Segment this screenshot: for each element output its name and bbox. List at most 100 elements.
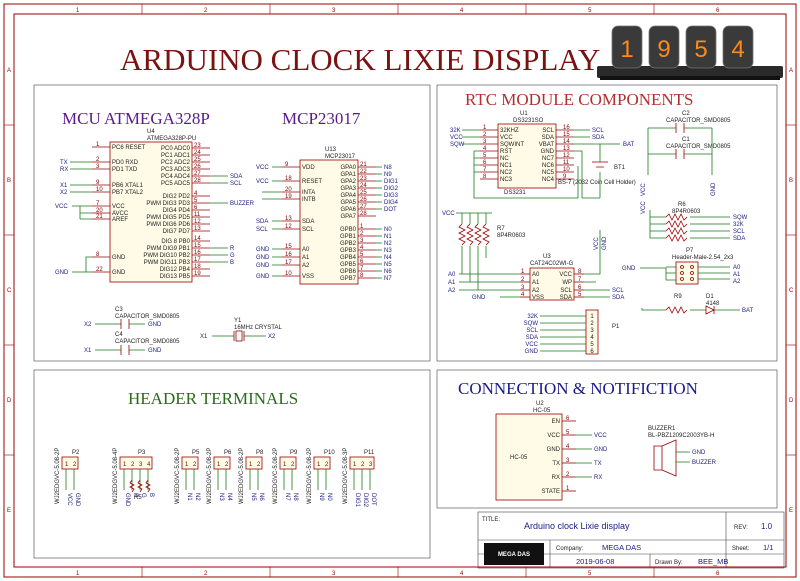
- u4-pin-number: 9: [96, 180, 100, 186]
- title-block: TITLE: Arduino clock Lixie display REV: …: [477, 511, 785, 569]
- header-value: WJ2EDGVC-5.08-3P: [343, 448, 349, 504]
- net-buzzer: BUZZER: [230, 201, 255, 207]
- u13-pin-name: GPA1: [340, 172, 356, 178]
- u13-pin-name: GPB4: [340, 255, 357, 261]
- u13-pin-name: A2: [302, 263, 310, 269]
- u4-pin-name: PWM DIG3 PD3: [146, 201, 190, 207]
- u13-pin-name: A1: [302, 255, 310, 261]
- header-net-label: GND: [124, 493, 130, 507]
- y1-ref: Y1: [234, 318, 242, 324]
- resistor-array-r7: VCC R7 8P4R0603: [442, 211, 526, 290]
- mcu-caps: C3 CAPACITOR_SMD0805 X2 GND C4 CAPACITOR…: [84, 307, 180, 355]
- buzzer-net-buzzer: BUZZER: [692, 460, 717, 466]
- border-number-5-top: 5: [588, 8, 592, 14]
- hc05-pin-number: 5: [566, 430, 570, 436]
- net-gnd-u13-b: GND: [256, 255, 270, 261]
- hc05-net-gnd: GND: [594, 447, 608, 453]
- outer-frame: [3, 3, 797, 578]
- header-net-label: N8: [292, 493, 298, 501]
- border-number-1-bottom: 1: [76, 571, 80, 577]
- company-logo: MEGA DAS: [484, 543, 544, 565]
- u4-pin-name: PC3 ADC3: [161, 167, 191, 173]
- lixie-tube-2: 9: [648, 25, 680, 69]
- p1-pin-number: 6: [590, 349, 594, 355]
- section-title-connection: CONNECTION & NOTIFICTION: [458, 379, 698, 398]
- u13-pin-name: RESET: [302, 179, 322, 185]
- header-pin-number: 2: [73, 462, 77, 468]
- u4-pin-number: 14: [194, 236, 201, 242]
- sheet-value: 1/1: [763, 543, 773, 552]
- u4-pin-name: DIG13 PB5: [160, 274, 191, 280]
- u13-pin-number: 13: [285, 216, 292, 222]
- hc05-pin-name: GND: [547, 447, 561, 453]
- header-body: [119, 456, 153, 470]
- hc05-net-tx: TX: [594, 461, 602, 467]
- p1-net-label: SCL: [526, 328, 538, 334]
- u13-pin-number: 17: [285, 260, 292, 266]
- header-value: WJ2EDGVC-5.08-2P: [273, 448, 279, 504]
- lixie-tube-3: 5: [685, 25, 717, 69]
- u13-pin-number: 24: [360, 183, 367, 189]
- hc05-net-rx: RX: [594, 475, 602, 481]
- u1-pin-name: NC6: [542, 163, 555, 169]
- border-number-3-bottom: 3: [332, 571, 336, 577]
- header-pin-number: 4: [147, 462, 151, 468]
- u4-pin-name: PWM DIG10 PB2: [143, 253, 190, 259]
- u4-pin-name: PB6 XTAL1: [112, 183, 144, 189]
- border-letter-c-left: C: [7, 288, 12, 294]
- u4-pin-name: PD1 TXD: [112, 167, 138, 173]
- u13-pin-number: 21: [360, 162, 367, 168]
- header-net-label: VCC: [66, 493, 72, 506]
- u1-net-bat: BAT: [623, 142, 635, 148]
- header-value: WJ2EDGVC-5.08-2P: [239, 448, 245, 504]
- u13-net-label: DIG4: [384, 200, 399, 206]
- border-letter-e-right: E: [789, 508, 793, 514]
- u13-pin-name: GPA6: [340, 207, 356, 213]
- header-pin-number: 1: [217, 462, 221, 468]
- u4-pin-number: 2: [96, 157, 100, 163]
- u4-pin-number: 1: [96, 142, 100, 148]
- battery-bt1: BT1 BS-7 (2032 Coin Cell Holder): [558, 144, 636, 199]
- border-letter-d-right: D: [789, 398, 794, 404]
- u4-pin-number: 23: [194, 143, 201, 149]
- u1-pin-name: NC5: [542, 170, 555, 176]
- u2-ref: U2: [536, 401, 544, 407]
- u13-net-label: N5: [384, 262, 392, 268]
- u1-pin-name: RST: [500, 149, 512, 155]
- u3-net-gnd-v: GND: [602, 236, 608, 250]
- u3-pin-name: A1: [532, 280, 540, 286]
- section-title-rtc: RTC MODULE COMPONENTS: [465, 90, 694, 109]
- u4-pin-number: 20: [96, 208, 103, 214]
- header-net-label: N4: [226, 493, 232, 501]
- u3-pin-name: WP: [562, 280, 572, 286]
- r7-value: 8P4R0603: [497, 233, 526, 239]
- header-body: [181, 456, 199, 470]
- u13-pin-number: 26: [360, 197, 367, 203]
- crystal-y1: Y1 16MHz CRYSTAL X1 X2: [200, 318, 282, 342]
- u1-pin-name: NC2: [500, 170, 513, 176]
- u13-pin-name: GPB6: [340, 269, 357, 275]
- u3-value: CAT24C02WI-G: [530, 261, 574, 267]
- net-sda-u4: SDA: [230, 174, 242, 180]
- buzzer-ref: BUZZER1: [648, 426, 676, 432]
- r6-net-sqw: SQW: [733, 215, 748, 221]
- lixie-digit-2: 9: [657, 36, 670, 63]
- r6-ref: R6: [678, 202, 686, 208]
- u13-pin-number: 1: [360, 224, 364, 230]
- net-scl-u13: SCL: [256, 227, 268, 233]
- u1-ref: U1: [520, 111, 528, 117]
- u13-pin-number: 19: [285, 194, 292, 200]
- header-net-label: N6: [258, 493, 264, 501]
- u1-pin-name: VCC: [500, 135, 513, 141]
- net-vcc-u13-b: VCC: [256, 179, 269, 185]
- p1-net-label: SQW: [524, 321, 539, 327]
- header-net-label: GND: [74, 493, 80, 507]
- border-ticks: [4, 4, 796, 577]
- net-vcc: VCC: [55, 204, 68, 210]
- u4-pin-number: 11: [194, 212, 201, 218]
